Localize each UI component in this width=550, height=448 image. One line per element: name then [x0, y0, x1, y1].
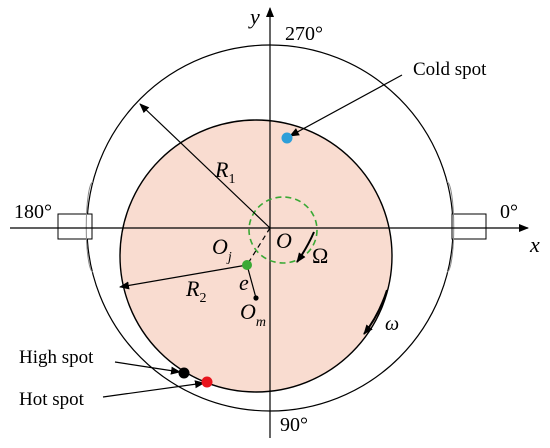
hot-spot-marker	[201, 376, 213, 388]
x-axis-label: x	[529, 232, 540, 257]
angle-0-label: 0°	[500, 201, 518, 223]
omega-small-label: ω	[385, 313, 399, 335]
cold-spot-marker	[281, 132, 293, 144]
left-shaft-stub	[57, 213, 93, 240]
high-spot-marker	[178, 367, 190, 379]
left-side-arc	[85, 181, 94, 273]
eccentricity-dashed-line	[246, 227, 271, 266]
angle-90-label: 90°	[280, 414, 308, 436]
r1-label: R1	[214, 157, 235, 187]
right-shaft-stub	[451, 213, 487, 240]
o-label: O	[276, 228, 292, 253]
angle-180-label: 180°	[14, 201, 52, 223]
r2-label: R2	[185, 276, 206, 306]
omega-big-label: Ω	[312, 243, 328, 268]
e-line	[246, 264, 257, 299]
high-spot-callout-line	[114, 361, 181, 375]
journal-circle	[119, 119, 393, 393]
r2-radius-arrow	[119, 264, 248, 290]
oj-point	[242, 260, 252, 270]
r1-radius-arrow	[139, 103, 271, 229]
oj-label: Oj	[212, 234, 232, 265]
cold-spot-label: Cold spot	[413, 59, 487, 80]
hot-spot-label: Hot spot	[19, 389, 85, 410]
om-point	[253, 295, 259, 301]
om-label: Om	[240, 299, 266, 330]
cold-spot-callout-line	[289, 74, 403, 137]
omega-small-arrow	[363, 289, 388, 335]
right-side-arc	[446, 181, 455, 273]
y-axis-label: y	[248, 4, 260, 29]
journal-orbit	[248, 196, 318, 264]
high-spot-label: High spot	[19, 347, 94, 368]
e-label: e	[239, 270, 249, 295]
angle-270-label: 270°	[285, 23, 323, 45]
hot-spot-callout-line	[102, 380, 205, 398]
omega-big-arrow	[296, 231, 315, 263]
